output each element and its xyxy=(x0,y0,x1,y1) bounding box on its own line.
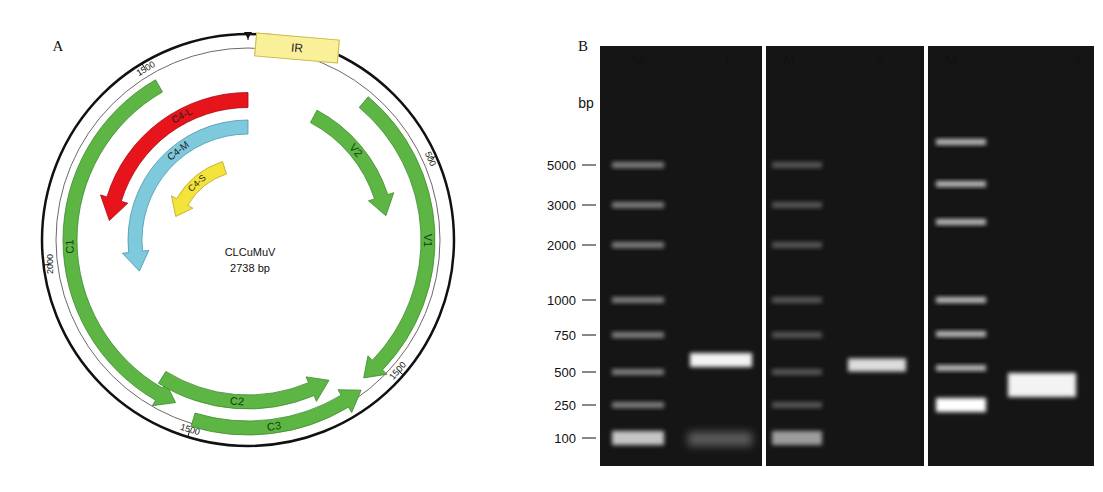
size-tick xyxy=(582,372,596,373)
gel-panel xyxy=(600,46,762,466)
orf-label: C3 xyxy=(264,418,284,433)
position-tick: 1500 xyxy=(388,360,408,381)
gel-image xyxy=(582,46,1094,466)
lane-label: M xyxy=(783,53,795,67)
ladder-band xyxy=(936,181,986,187)
size-marker: 3000 xyxy=(547,199,576,212)
ladder-band xyxy=(772,297,822,303)
genome-ring xyxy=(42,32,454,446)
size-tick xyxy=(582,335,596,336)
ladder-band xyxy=(612,162,664,168)
ladder-band xyxy=(772,242,822,248)
orf-name: V2 xyxy=(347,141,364,158)
region-box: IR xyxy=(254,32,340,63)
orf-name: C4-S xyxy=(186,173,207,193)
orf-arrow xyxy=(63,80,176,406)
outer-circle xyxy=(42,34,454,446)
ladder-band xyxy=(936,331,986,337)
inner-circle xyxy=(56,48,440,432)
lane-label: 3 xyxy=(1073,53,1081,67)
lane-label: 1 xyxy=(723,53,731,67)
ladder-band xyxy=(772,332,822,338)
panel-letter: A xyxy=(53,39,64,54)
orf-name: C2 xyxy=(229,396,244,408)
panel-letter: B xyxy=(578,39,588,54)
orf-label: C1 xyxy=(63,237,77,256)
ladder-band xyxy=(612,297,664,303)
sample-band xyxy=(1008,373,1076,397)
orf-label: C2 xyxy=(227,394,246,408)
lane-label: M xyxy=(945,53,957,67)
orf-arrow xyxy=(359,97,435,378)
orf-arrows xyxy=(63,80,435,435)
orf-name: V1 xyxy=(423,233,434,246)
ladder-band xyxy=(772,162,822,168)
gel-panel xyxy=(766,46,924,466)
ladder-band xyxy=(612,332,664,338)
ladder-band xyxy=(772,369,822,375)
orf-name: IR xyxy=(290,41,303,54)
ladder-band xyxy=(772,402,822,408)
primer-band xyxy=(688,432,752,446)
orf-arrow xyxy=(191,390,361,435)
ladder-band xyxy=(612,431,664,445)
ladder-band xyxy=(612,202,664,208)
ladder-band xyxy=(772,202,822,208)
axis-unit: bp xyxy=(578,96,594,110)
orf-name: C1 xyxy=(64,239,75,253)
orf-arrow xyxy=(171,162,226,217)
lane-label: M xyxy=(632,53,644,67)
size-marker: 5000 xyxy=(547,159,576,172)
ladder-band xyxy=(936,365,986,371)
sample-band xyxy=(690,353,752,367)
size-tick xyxy=(582,438,596,439)
ladder-band xyxy=(936,219,986,225)
ladder-band xyxy=(936,139,986,145)
ladder-band xyxy=(772,431,822,445)
orf-arrow xyxy=(158,371,329,409)
ladder-band xyxy=(612,369,664,375)
size-marker: 1000 xyxy=(547,294,576,307)
orf-label: V1 xyxy=(422,231,435,248)
size-marker: 500 xyxy=(554,366,576,379)
size-marker: 2000 xyxy=(547,239,576,252)
size-tick xyxy=(582,205,596,206)
gel-panel xyxy=(928,46,1094,466)
size-tick xyxy=(582,405,596,406)
position-tick: 2000 xyxy=(46,254,55,274)
size-marker: 750 xyxy=(554,329,576,342)
ladder-band xyxy=(936,398,986,412)
size-tick xyxy=(582,300,596,301)
size-tick xyxy=(582,245,596,246)
size-tick xyxy=(582,165,596,166)
ladder-band xyxy=(612,242,664,248)
genome-name: CLCuMuV xyxy=(225,247,276,258)
size-marker: 100 xyxy=(554,432,576,445)
position-tick: 1500 xyxy=(135,60,157,78)
ladder-band xyxy=(936,297,986,303)
orf-name: C3 xyxy=(266,420,281,433)
size-marker: 250 xyxy=(554,399,576,412)
ladder-band xyxy=(612,402,664,408)
origin-marker xyxy=(244,32,252,39)
lane-label: 2 xyxy=(876,53,884,67)
sample-band xyxy=(848,359,906,372)
genome-size: 2738 bp xyxy=(230,263,270,274)
